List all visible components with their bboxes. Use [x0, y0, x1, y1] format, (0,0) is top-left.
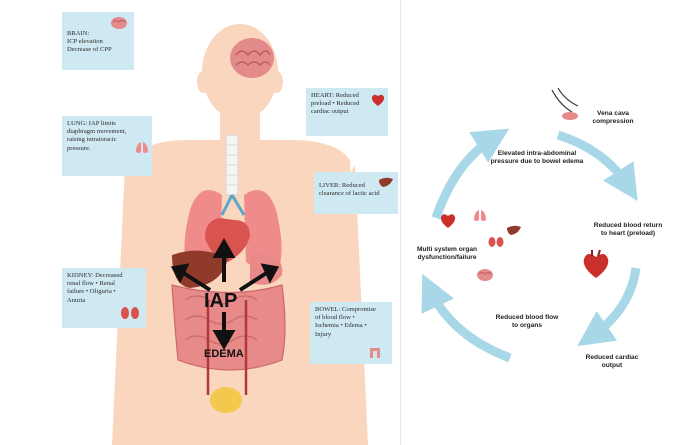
kidney-info-text: KIDNEY: Decreased renal flow • Renal fai…	[67, 272, 141, 305]
vena-cava-icon	[552, 88, 578, 120]
lungs-icon	[134, 140, 150, 156]
edema-label: EDEMA	[204, 348, 244, 360]
bowel-info-box: BOWEL: Compromise of blood flow • Ischem…	[310, 302, 392, 364]
trachea	[226, 135, 238, 195]
heart-icon	[584, 250, 609, 278]
kidneys-icon	[120, 306, 140, 320]
heart-icon	[441, 214, 455, 228]
lungs-icon	[474, 210, 486, 221]
brain-organ	[230, 38, 274, 78]
brain-icon	[477, 269, 493, 281]
kidneys-icon	[489, 237, 504, 247]
arrow-return-to-output	[592, 268, 636, 336]
reduced-flow-text: Reduced blood flow to organs	[482, 314, 572, 330]
kidney-info-box: KIDNEY: Decreased renal flow • Renal fai…	[62, 268, 146, 328]
liver-icon	[507, 226, 521, 235]
brain-info-box: BRAIN: ICP elevation Decrease of CPP	[62, 12, 134, 70]
reduced-output-text: Reduced cardiac output	[572, 354, 652, 370]
heart-info-box: HEART: Reduced preload • Reduced cardiac…	[306, 88, 388, 136]
brain-icon	[110, 16, 128, 30]
elevated-pressure-text: Elevated intra-abdominal pressure due to…	[472, 150, 602, 166]
heart-icon	[370, 92, 386, 108]
human-body-illustration	[0, 0, 400, 445]
liver-icon	[378, 176, 394, 188]
iap-label: IAP	[204, 290, 237, 313]
multi-system-text: Multi system organ dysfunction/failure	[404, 246, 490, 262]
bowel-info-text: BOWEL: Compromise of blood flow • Ischem…	[315, 306, 387, 339]
vena-cava-text: Vena cava compression	[578, 110, 648, 126]
reduced-return-text: Reduced blood return to heart (preload)	[580, 222, 676, 238]
lung-info-box: LUNG: IAP limits diaphragm movement, rai…	[62, 116, 152, 176]
liver-info-box: LIVER: Reduced clearance of lactic acid	[314, 172, 398, 214]
bladder-organ	[210, 387, 242, 413]
bowel-icon	[368, 346, 382, 360]
